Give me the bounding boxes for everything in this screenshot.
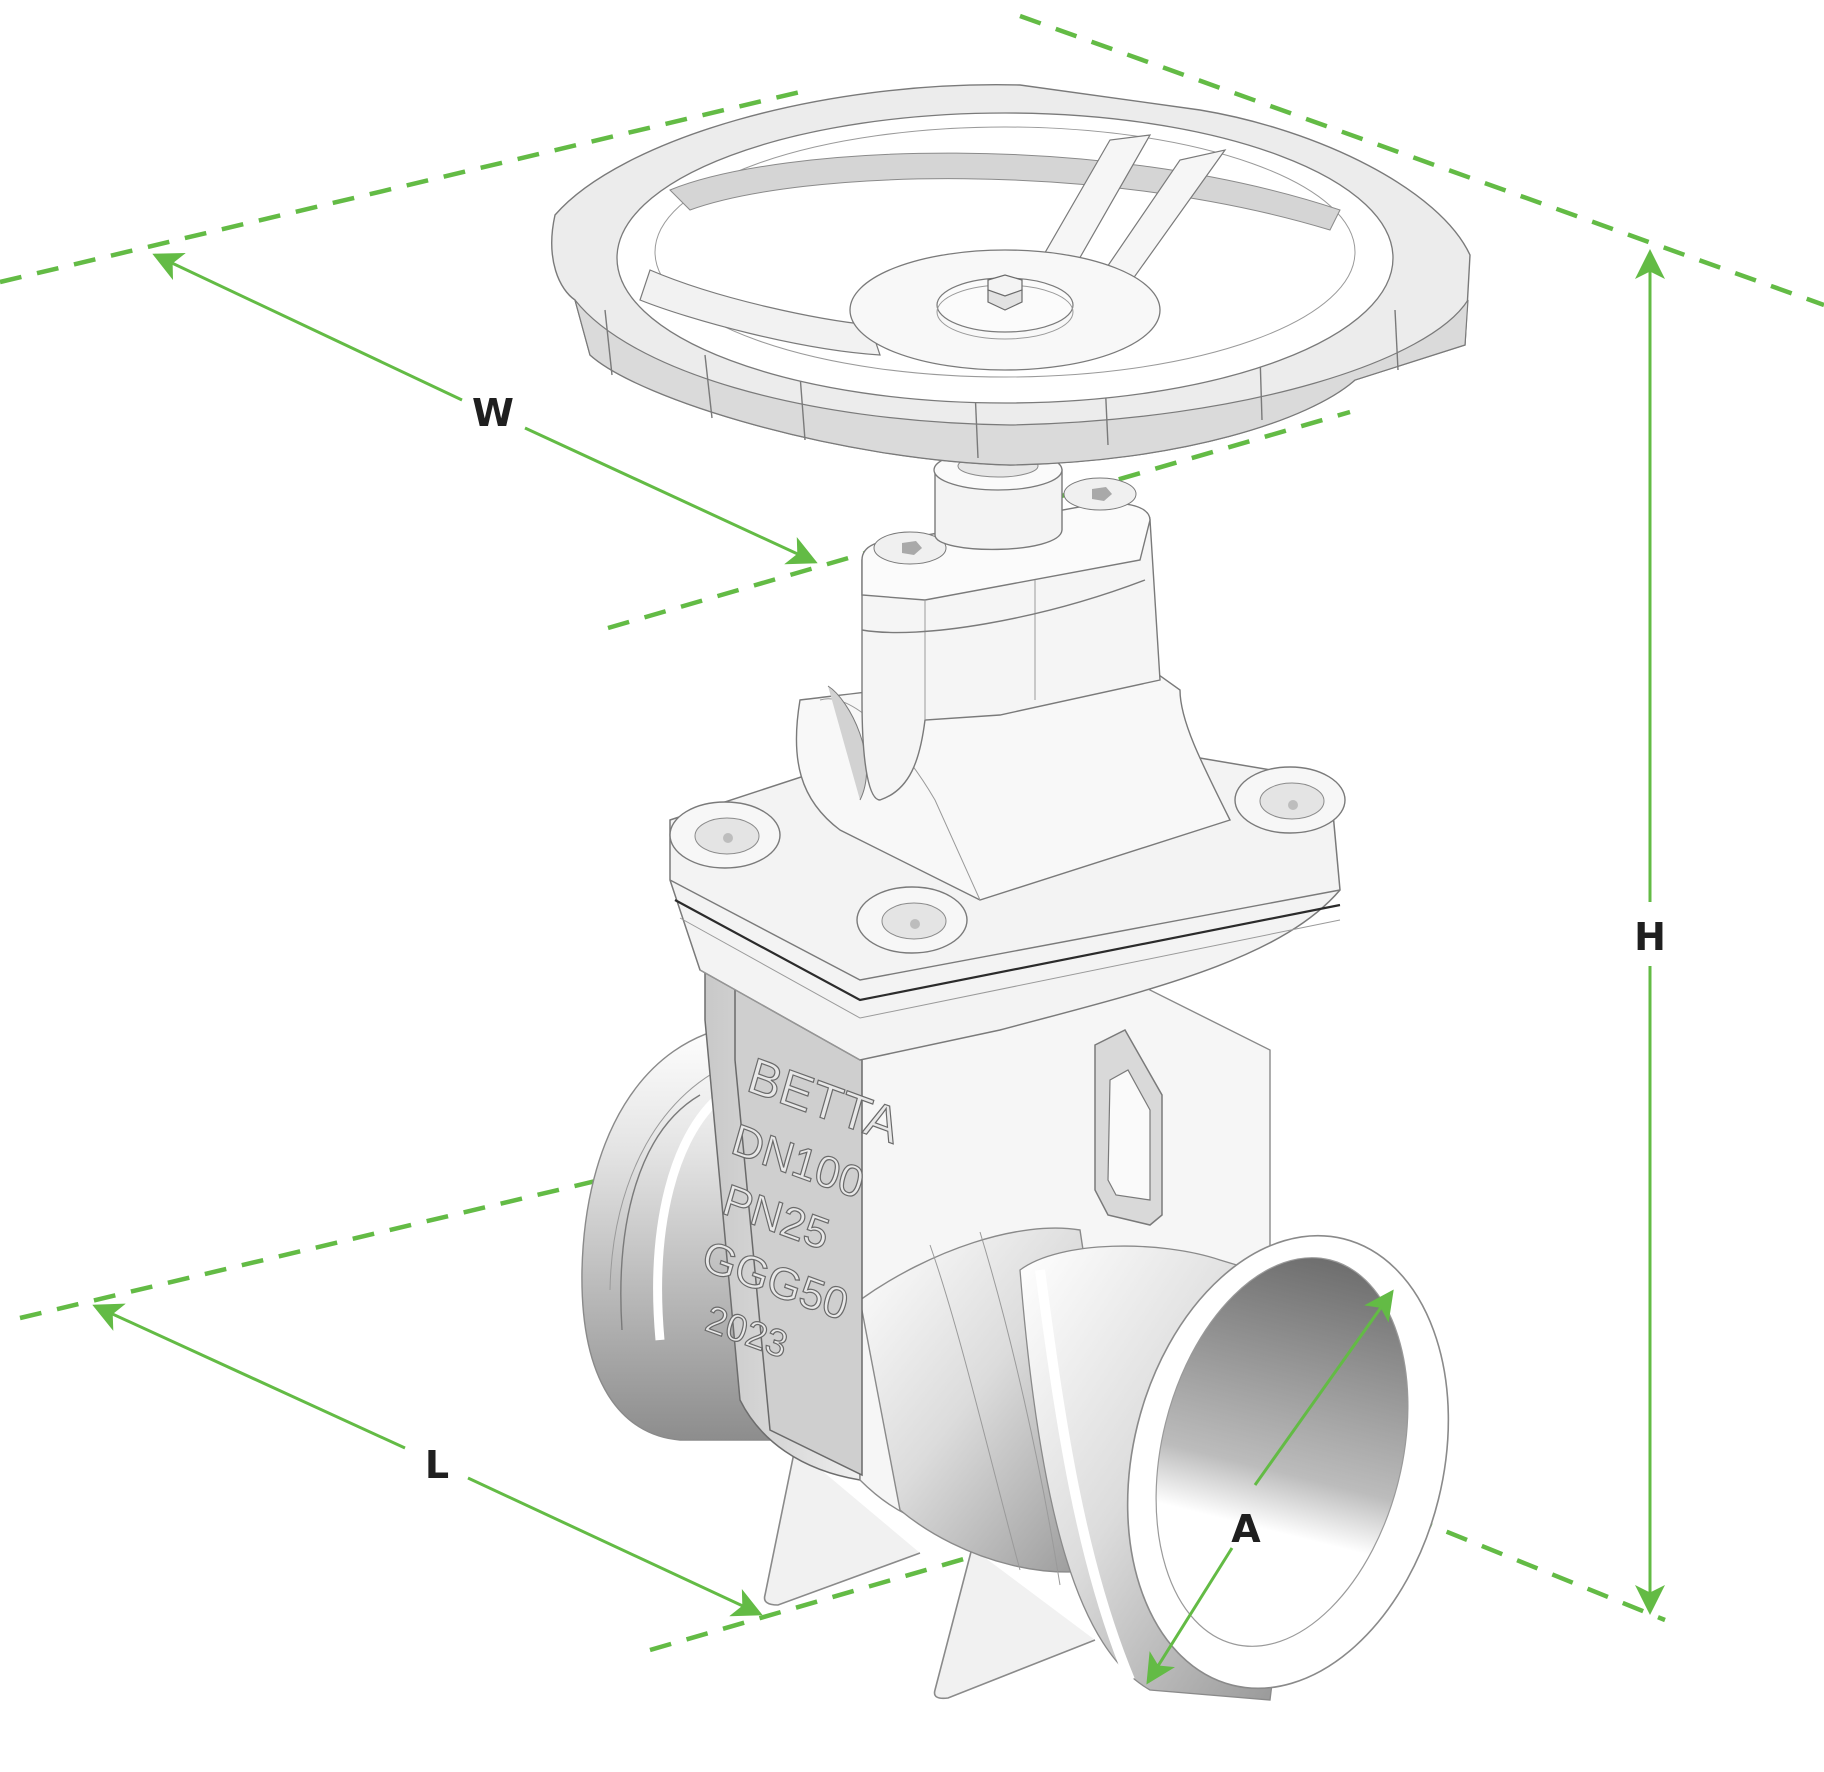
yoke: [861, 477, 1161, 801]
right-pipe-end: [1019, 1234, 1450, 1701]
l-arrow-right: [467, 1476, 763, 1617]
w-guide-top-left: [0, 89, 801, 285]
w-arrow-left: [152, 252, 463, 402]
body-marking-plate: BETTA DN100 PN25 GGG50 2023: [697, 973, 907, 1477]
dimension-labels: W H L A: [425, 391, 1666, 1551]
support-feet: [763, 1447, 1096, 1700]
gate-valve: BETTA DN100 PN25 GGG50 2023: [551, 84, 1471, 1701]
yoke-bolt-left: [873, 531, 947, 565]
label-a: A: [1231, 1507, 1261, 1551]
h-guide-top-right: [1019, 13, 1824, 308]
handwheel: [551, 84, 1471, 466]
label-h: H: [1634, 915, 1666, 959]
w-arrow-right: [524, 426, 818, 565]
dimension-a: [1146, 1289, 1394, 1685]
a-arrow-up: [1253, 1289, 1394, 1486]
hex-nut: [987, 274, 1023, 311]
bolt-boss-front: [856, 886, 968, 954]
dimension-arrows: [92, 249, 1665, 1685]
dimension-w: [152, 252, 818, 565]
bolt-boss-right: [1234, 766, 1346, 834]
l-arrow-left: [92, 1303, 406, 1450]
a-arrow-down: [1146, 1547, 1234, 1685]
l-guide-top: [19, 1177, 601, 1321]
bolt-boss-left: [669, 801, 781, 869]
label-l: L: [425, 1443, 449, 1487]
label-w: W: [472, 391, 514, 435]
lifting-lug: [1094, 1029, 1163, 1226]
dimension-l: [92, 1303, 763, 1617]
spoke-left: [639, 269, 881, 356]
yoke-bolt-right: [1063, 477, 1137, 511]
pipe-bore: [1155, 1257, 1409, 1647]
bonnet-bolts: [669, 766, 1346, 954]
